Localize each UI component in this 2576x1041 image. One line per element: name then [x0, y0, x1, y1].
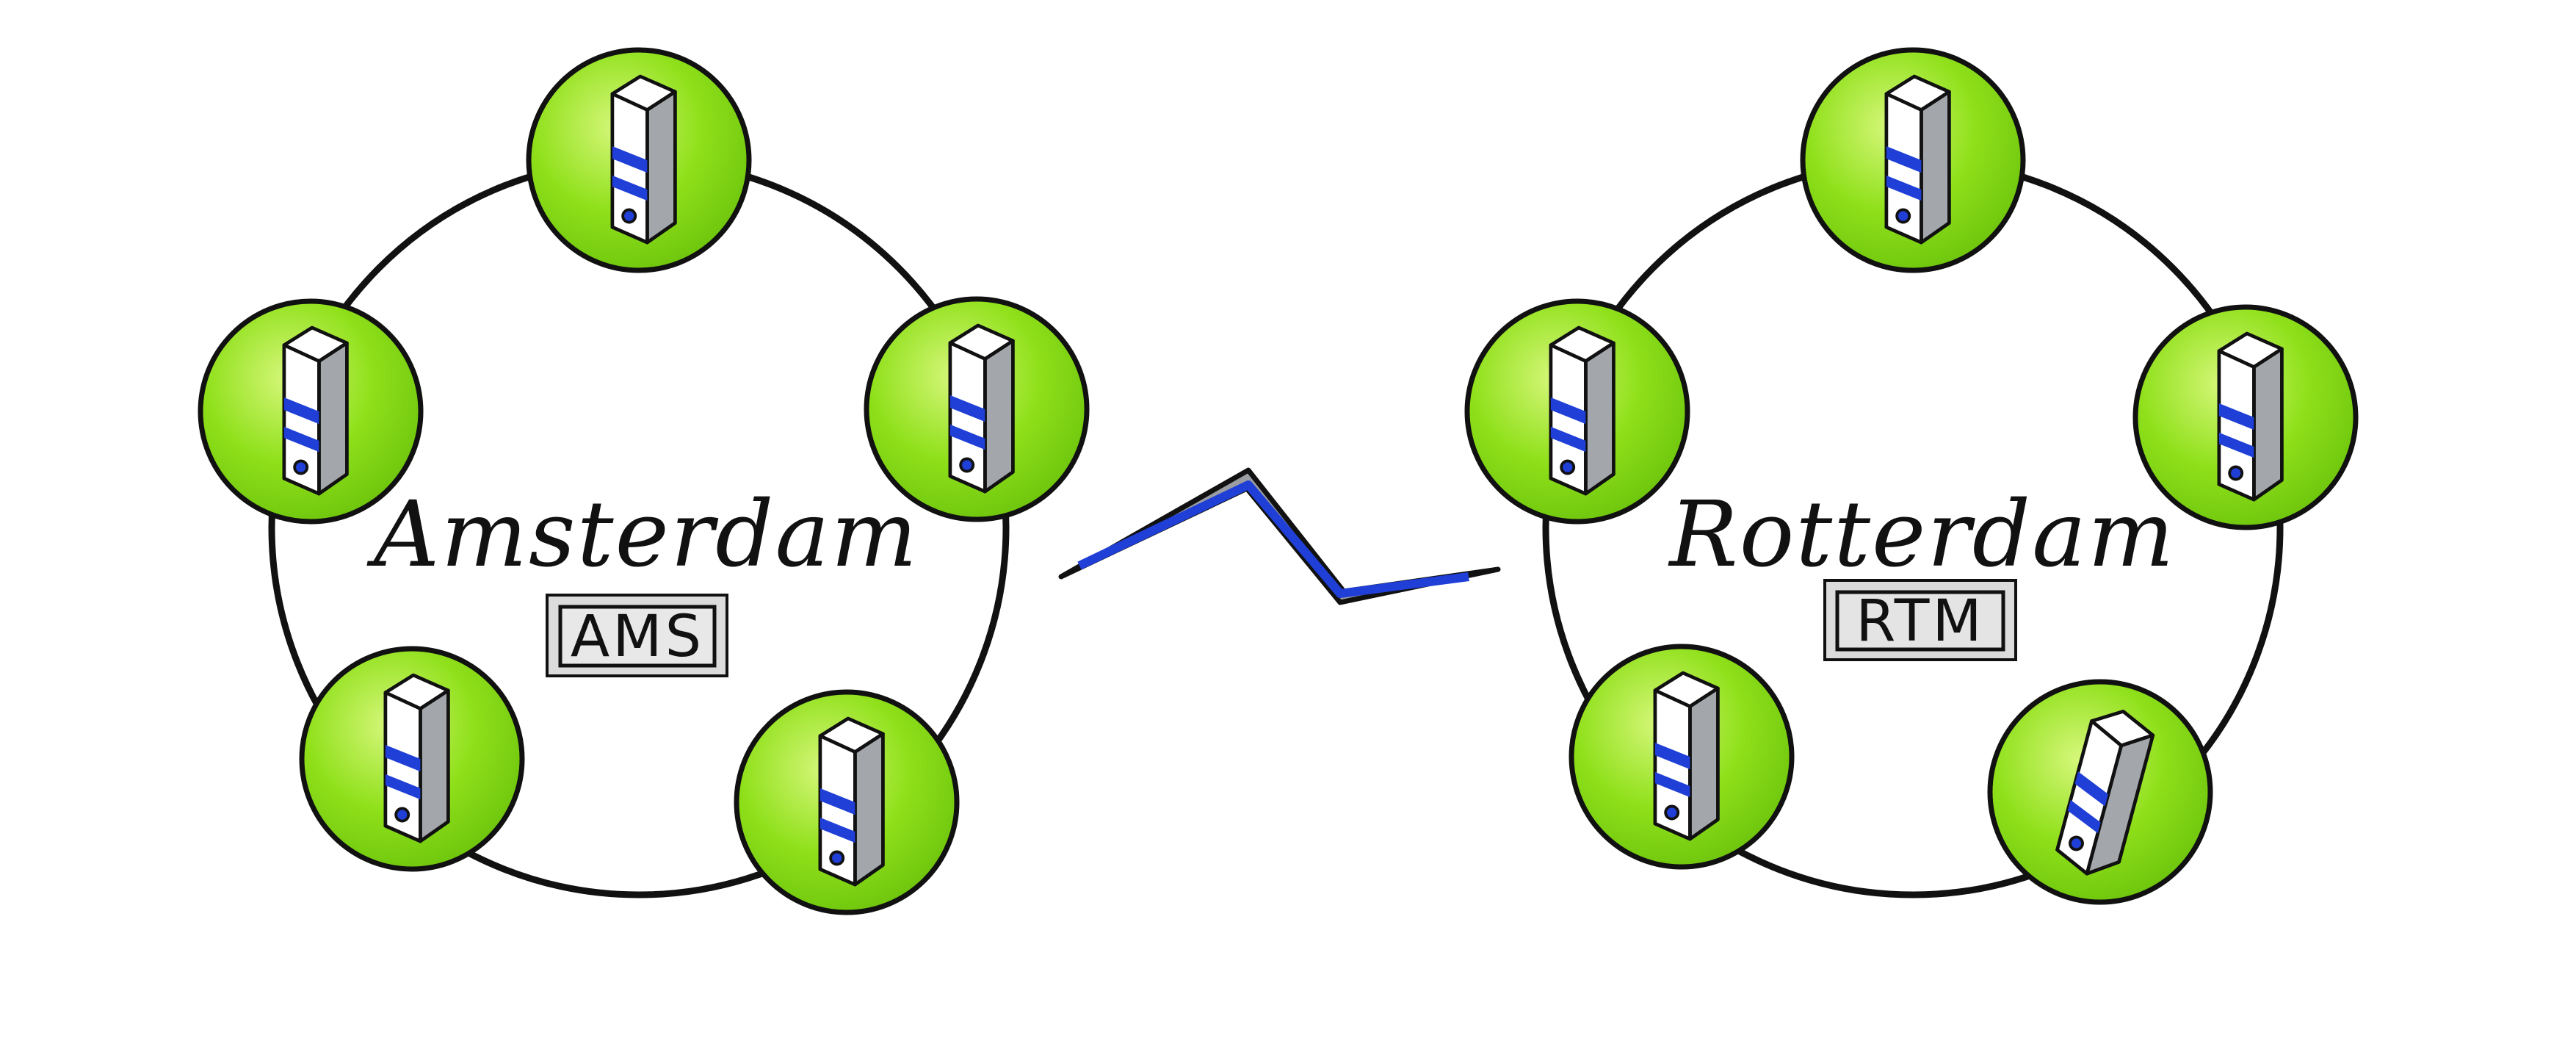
server-node[interactable]	[1464, 298, 1690, 525]
server-node[interactable]	[299, 646, 525, 872]
cluster-name: Rotterdam	[1668, 482, 2175, 588]
server-icon	[1886, 76, 1950, 242]
server-icon	[820, 718, 883, 885]
server-node[interactable]	[864, 296, 1090, 522]
server-node[interactable]	[1800, 47, 2026, 273]
server-node[interactable]	[198, 298, 424, 525]
server-node[interactable]	[734, 689, 960, 915]
server-icon	[284, 328, 347, 494]
server-icon	[1551, 328, 1614, 494]
server-node[interactable]	[1569, 644, 1795, 870]
server-node[interactable]	[526, 47, 752, 273]
server-icon	[2219, 334, 2282, 500]
server-node[interactable]	[1987, 679, 2213, 905]
cluster-code: RTM	[1856, 588, 1984, 655]
server-icon	[612, 76, 676, 242]
server-icon	[386, 675, 449, 841]
cluster-code: AMS	[571, 604, 704, 670]
cluster-rotterdam: Rotterdam RTM	[1464, 47, 2359, 905]
server-icon	[950, 325, 1013, 491]
cluster-amsterdam: Amsterdam AMS	[198, 47, 1090, 915]
server-node[interactable]	[2132, 304, 2359, 530]
wan-link-icon	[1058, 467, 1501, 605]
server-icon	[1655, 673, 1718, 839]
cluster-name: Amsterdam	[366, 482, 919, 588]
